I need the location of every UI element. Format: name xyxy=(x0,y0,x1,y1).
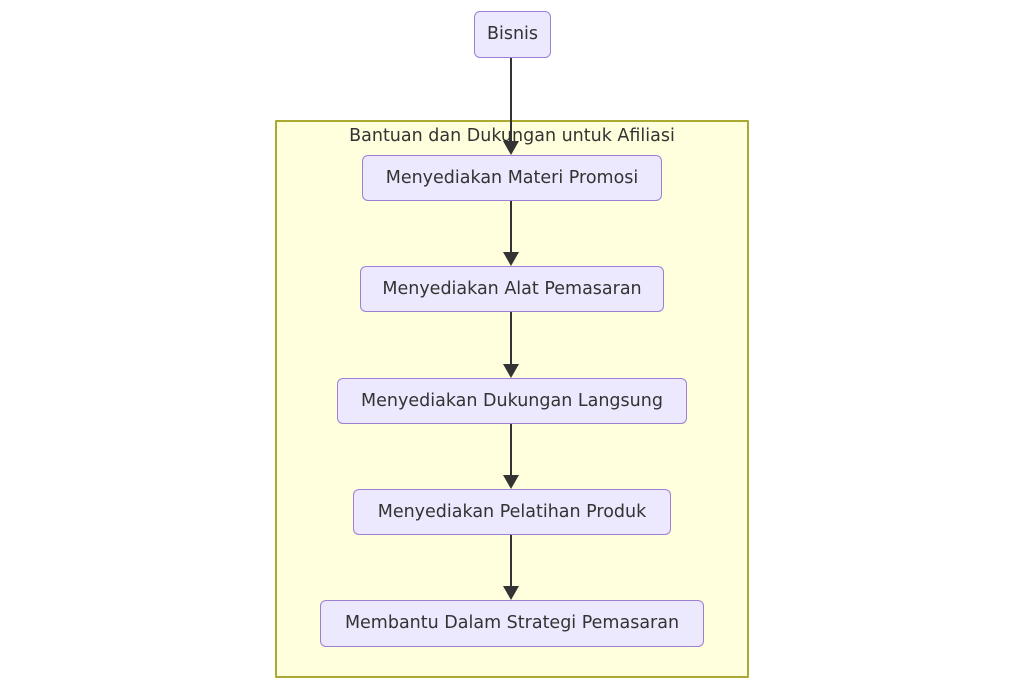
arrowhead-icon xyxy=(502,252,519,266)
arrowhead-icon xyxy=(502,364,519,378)
node-bisnis[interactable]: Bisnis xyxy=(474,11,551,58)
node-membantu-dalam-strategi-pemasaran[interactable]: Membantu Dalam Strategi Pemasaran xyxy=(320,600,704,647)
edge-line xyxy=(510,424,513,476)
edge-line xyxy=(510,312,513,365)
arrowhead-icon xyxy=(502,586,519,600)
arrowhead-icon xyxy=(502,141,519,155)
node-menyediakan-pelatihan-produk[interactable]: Menyediakan Pelatihan Produk xyxy=(353,489,671,535)
node-menyediakan-alat-pemasaran[interactable]: Menyediakan Alat Pemasaran xyxy=(360,266,664,312)
edge-line xyxy=(510,535,513,587)
node-menyediakan-dukungan-langsung[interactable]: Menyediakan Dukungan Langsung xyxy=(337,378,687,424)
edge-line xyxy=(510,201,513,253)
node-menyediakan-materi-promosi[interactable]: Menyediakan Materi Promosi xyxy=(362,155,662,201)
edge-line xyxy=(510,58,513,142)
arrowhead-icon xyxy=(502,475,519,489)
